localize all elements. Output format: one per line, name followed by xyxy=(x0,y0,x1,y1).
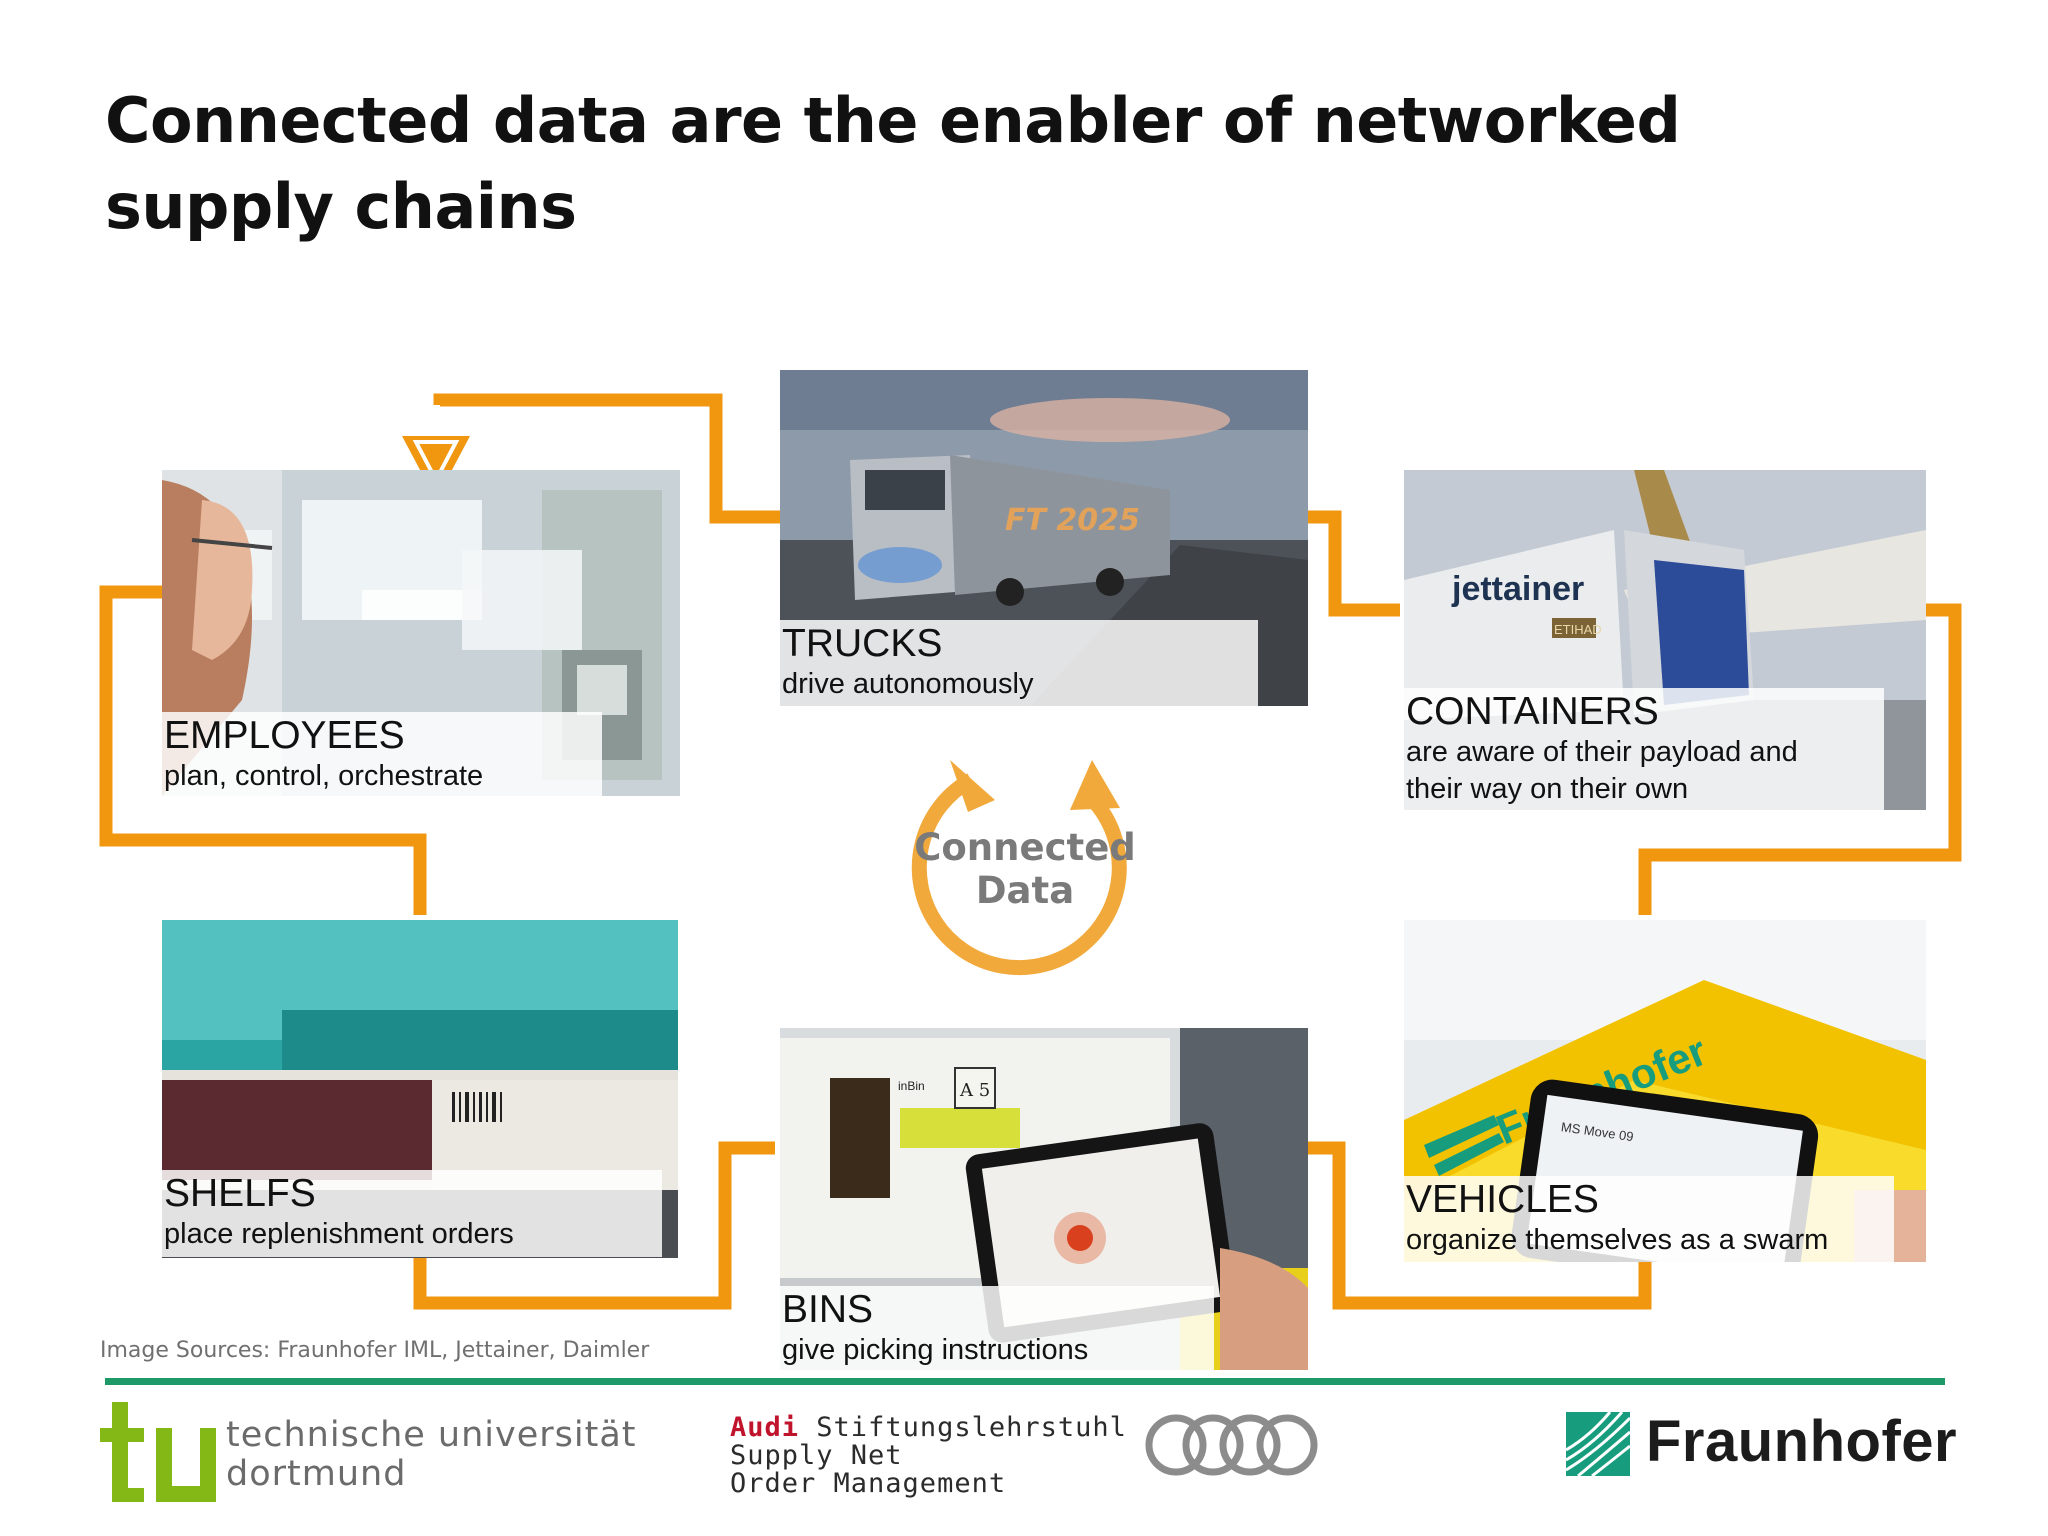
bins-photo-label2: inBin xyxy=(898,1079,925,1093)
trucks-heading: TRUCKS xyxy=(782,622,943,665)
audi-chair-text: Audi Stiftungslehrstuhl Supply Net Order… xyxy=(730,1414,1127,1498)
trucks-card: FT 2025 TRUCKS drive autonomously xyxy=(780,370,1308,706)
fraunhofer-wordmark: Fraunhofer xyxy=(1646,1409,1958,1474)
trucks-photo-label: FT 2025 xyxy=(1005,503,1140,538)
trucks-caption: TRUCKS drive autonomously xyxy=(780,620,1258,706)
tu-line-2: dortmund xyxy=(226,1454,407,1494)
employees-card: EMPLOYEES plan, control, orchestrate xyxy=(162,470,680,796)
audi-line-3: Order Management xyxy=(730,1468,1007,1499)
employees-text: plan, control, orchestrate xyxy=(164,760,484,792)
slide-title: Connected data are the enabler of networ… xyxy=(105,84,1681,243)
containers-text-line2: their way on their own xyxy=(1406,773,1689,805)
audi-rings-icon xyxy=(1145,1414,1318,1476)
audi-line-2: Supply Net xyxy=(730,1440,903,1471)
bins-photo-label: A 5 xyxy=(959,1080,990,1101)
containers-heading: CONTAINERS xyxy=(1406,690,1659,733)
containers-card: jettainer ETIHAD CONTAINERS are aware of… xyxy=(1404,470,1926,810)
containers-photo-label: jettainer xyxy=(1451,570,1584,608)
image-sources: Image Sources: Fraunhofer IML, Jettainer… xyxy=(100,1338,650,1363)
shelfs-caption: SHELFS place replenishment orders xyxy=(162,1170,662,1257)
containers-text-line1: are aware of their payload and xyxy=(1406,736,1798,768)
containers-photo-label2: ETIHAD xyxy=(1554,622,1602,637)
flow-line-vehicles-bins xyxy=(1280,1141,1652,1310)
flow-line-shelfs-employees xyxy=(99,585,427,915)
tu-logo-icon xyxy=(100,1402,216,1502)
flow-arrow-icon xyxy=(402,436,470,500)
shelfs-heading: SHELFS xyxy=(164,1172,316,1215)
tu-wordmark: technische universität dortmund xyxy=(226,1416,637,1494)
vehicles-text: organize themselves as a swarm xyxy=(1406,1224,1829,1256)
bins-text: give picking instructions xyxy=(782,1334,1089,1366)
flow-line-employees-trucks xyxy=(433,393,790,524)
flow-line-bins-shelfs xyxy=(413,1141,775,1310)
employees-caption: EMPLOYEES plan, control, orchestrate xyxy=(162,712,602,796)
shelfs-text: place replenishment orders xyxy=(164,1218,514,1250)
audi-line-1: Stiftungslehrstuhl xyxy=(816,1412,1127,1443)
bins-heading: BINS xyxy=(782,1288,874,1331)
trucks-text: drive autonomously xyxy=(782,668,1034,700)
tu-line-1: technische universität xyxy=(226,1415,637,1455)
containers-caption: CONTAINERS are aware of their payload an… xyxy=(1404,688,1884,810)
employees-heading: EMPLOYEES xyxy=(164,714,405,757)
vehicles-card: Fraunhofer MS Move 09 VEHICLES organize … xyxy=(1404,920,1926,1262)
vehicles-heading: VEHICLES xyxy=(1406,1178,1599,1221)
connected-data-label: Connected Data xyxy=(914,826,1136,912)
fraunhofer-logo-icon xyxy=(1566,1412,1630,1476)
bins-caption: BINS give picking instructions xyxy=(780,1286,1214,1370)
cycle-icon xyxy=(911,760,1127,976)
footer-divider xyxy=(105,1378,1945,1385)
shelfs-card: SHELFS place replenishment orders xyxy=(162,920,678,1258)
audi-brand: Audi xyxy=(730,1412,800,1443)
flow-line-containers-vehicles xyxy=(1638,603,1962,915)
vehicles-caption: VEHICLES organize themselves as a swarm xyxy=(1404,1176,1894,1262)
bins-card: A 5 inBin BINS give picking instructions xyxy=(780,1028,1308,1370)
